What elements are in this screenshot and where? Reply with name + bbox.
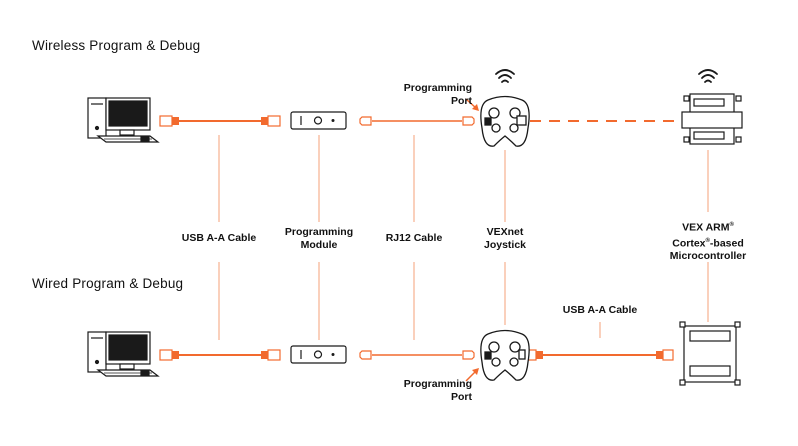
rj12-cable-label: RJ12 Cable bbox=[385, 232, 443, 244]
usb-cable-bottom-left bbox=[159, 349, 281, 361]
programming-port-top-line2: Port bbox=[451, 95, 472, 107]
usb-cable-wired-label: USB A-A Cable bbox=[562, 304, 638, 316]
arrow-icon bbox=[465, 368, 479, 382]
wireless-title: Wireless Program & Debug bbox=[32, 38, 201, 53]
computer-icon bbox=[87, 97, 160, 143]
usb-cable-label: USB A-A Cable bbox=[181, 232, 257, 244]
vex-arm-label-line1: VEX ARM® bbox=[682, 221, 734, 234]
microcontroller-icon bbox=[679, 321, 741, 386]
vexnet-joystick-label-line1: VEXnet bbox=[486, 226, 524, 238]
programming-port-top-label: Programming Port bbox=[400, 82, 472, 108]
wired-title: Wired Program & Debug bbox=[32, 276, 184, 291]
microcontroller-icon bbox=[681, 93, 743, 145]
rj12-cable-bottom bbox=[359, 350, 475, 360]
arrow-icon bbox=[465, 98, 479, 111]
vexnet-joystick-label: VEXnet Joystick bbox=[470, 226, 540, 252]
programming-module-label: Programming Module bbox=[272, 226, 366, 252]
programming-port-bottom-line1: Programming bbox=[403, 378, 472, 390]
joystick-icon bbox=[480, 95, 530, 147]
connector-lines bbox=[218, 135, 709, 340]
wifi-icon bbox=[698, 69, 718, 83]
programming-port-bottom-line2: Port bbox=[451, 391, 472, 403]
programming-module-icon bbox=[290, 111, 347, 130]
wifi-icon bbox=[495, 69, 515, 83]
usb-cable-top bbox=[159, 115, 281, 127]
programming-port-bottom-label: Programming Port bbox=[400, 378, 472, 404]
rj12-cable-top bbox=[359, 116, 475, 126]
vex-arm-label: VEX ARM® Cortex®-based Microcontroller bbox=[652, 219, 764, 263]
vexnet-joystick-label-line2: Joystick bbox=[483, 239, 527, 251]
programming-module-label-line1: Programming bbox=[284, 226, 354, 238]
vex-arm-label-line2: Cortex®-based bbox=[672, 237, 744, 249]
programming-module-label-line2: Module bbox=[300, 239, 338, 251]
programming-port-top-line1: Programming bbox=[403, 82, 472, 94]
joystick-icon bbox=[480, 329, 530, 381]
computer-icon bbox=[87, 331, 160, 377]
programming-module-icon bbox=[290, 345, 347, 364]
usb-cable-bottom-right bbox=[525, 349, 674, 361]
vex-arm-label-line3: Microcontroller bbox=[669, 250, 747, 262]
